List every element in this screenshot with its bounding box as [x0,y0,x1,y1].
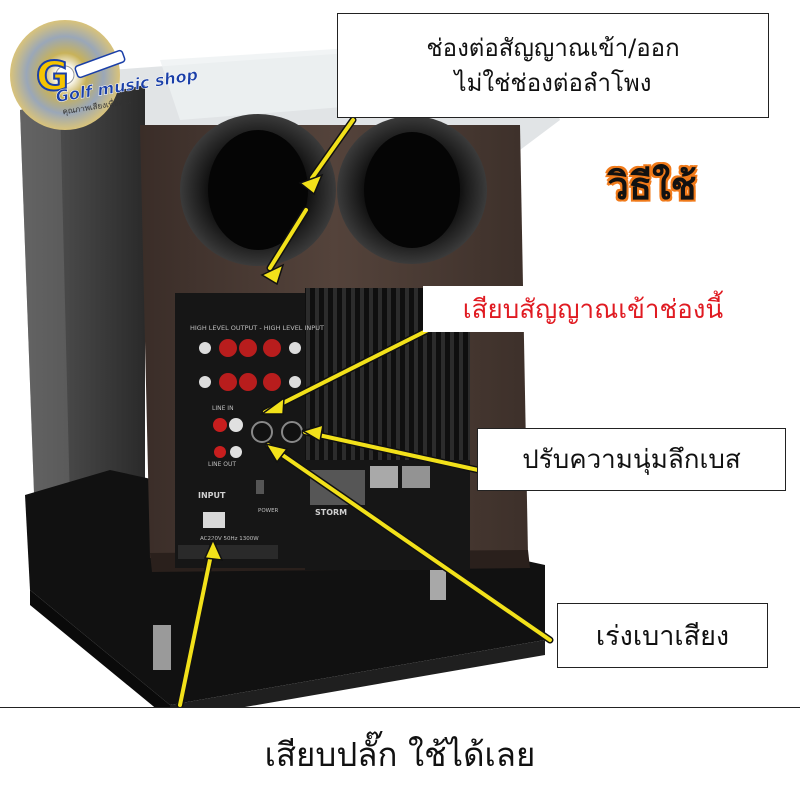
panel-brand-label: STORM [315,508,347,517]
callout-plug-in: เสียบปลั๊ก ใช้ได้เลย [0,707,800,801]
callout-input: เสียบสัญญาณเข้าช่องนี้ [423,286,763,332]
panel-high-level-label: HIGH LEVEL OUTPUT - HIGH LEVEL INPUT [190,324,324,332]
panel-line-in-label: LINE IN [212,405,234,412]
panel-mains-label: AC220V 50Hz 1300W [200,536,259,542]
logo-letter: G [36,54,69,100]
panel-line-out-label: LINE OUT [208,461,236,468]
howto-title: วิธีใช้ [607,163,698,209]
shop-logo: G [10,20,126,130]
panel-input-label: INPUT [198,491,226,500]
callout-io-line2: ไม่ใช่ช่องต่อลำโพง [454,68,652,97]
callout-volume: เร่งเบาเสียง [557,603,768,668]
callout-io-ports: ช่องต่อสัญญาณเข้า/ออก ไม่ใช่ช่องต่อลำโพง [337,13,769,118]
callout-io-line1: ช่องต่อสัญญาณเข้า/ออก [426,33,680,62]
panel-power-label: POWER [258,508,279,514]
callout-bass: ปรับความนุ่มลึกเบส [477,428,786,491]
